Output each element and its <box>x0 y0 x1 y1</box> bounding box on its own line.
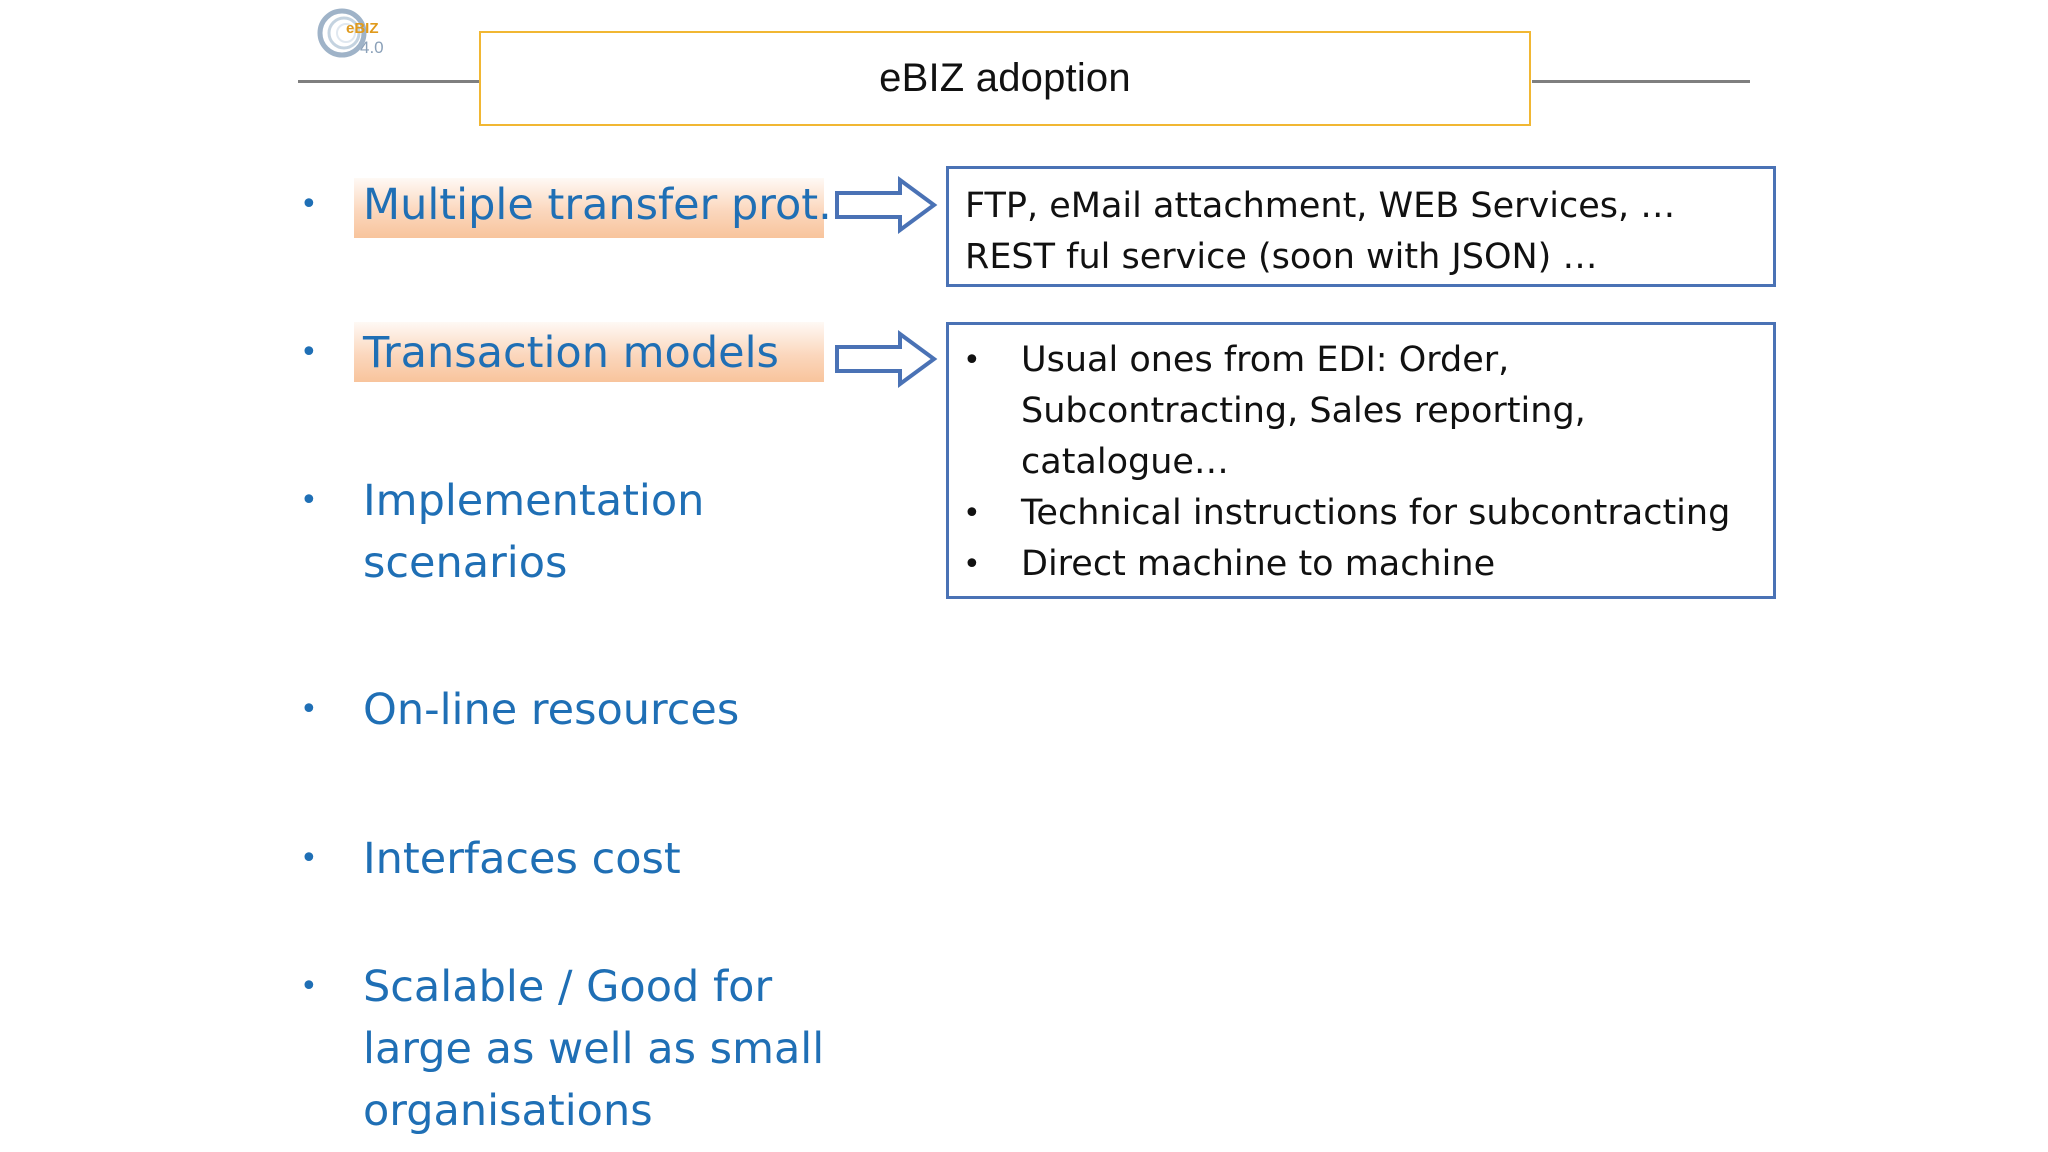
sub-bullet-dot: • <box>963 547 981 582</box>
models-list-item: • Usual ones from EDI: Order, Subcontrac… <box>963 335 1773 488</box>
bullet-item-online-resources: • On-line resources <box>300 679 739 741</box>
bullet-dot: • <box>300 483 318 518</box>
bullet-text: Scalable / Good for large as well as sma… <box>363 962 825 1136</box>
models-list-item: • Technical instructions for subcontract… <box>963 488 1773 539</box>
protocols-line: FTP, eMail attachment, WEB Services, … <box>965 186 1676 226</box>
ebiz-logo: eBIZ 4.0 <box>316 6 396 60</box>
bullet-item-transaction-models: • Transaction models <box>300 322 779 384</box>
models-item-text: Usual ones from EDI: Order, Subcontracti… <box>1021 340 1586 482</box>
bullet-item-scalable: • Scalable / Good for large as well as s… <box>300 956 824 1142</box>
bullet-item-transfer-protocols: • Multiple transfer prot. <box>300 174 832 236</box>
protocols-line: REST ful service (soon with JSON) … <box>965 237 1598 277</box>
title-box: eBIZ adoption <box>479 31 1531 126</box>
title-rule-right <box>1532 80 1750 83</box>
sub-bullet-dot: • <box>963 343 981 378</box>
bullet-text: Multiple transfer prot. <box>363 180 832 230</box>
highlight-transaction-models <box>354 322 824 382</box>
models-list-item: • Direct machine to machine <box>963 539 1773 590</box>
bullet-text: Interfaces cost <box>363 834 681 884</box>
bullet-item-implementation-scenarios: • Implementation scenarios <box>300 470 704 594</box>
bullet-text: On-line resources <box>363 685 740 735</box>
models-item-text: Direct machine to machine <box>1021 544 1496 584</box>
models-item-text: Technical instructions for subcontractin… <box>1021 493 1731 533</box>
bullet-dot: • <box>300 841 318 876</box>
bullet-item-interfaces-cost: • Interfaces cost <box>300 828 681 890</box>
bullet-dot: • <box>300 692 318 727</box>
bullet-dot: • <box>300 187 318 222</box>
sub-bullet-dot: • <box>963 496 981 531</box>
title-rule-left <box>298 80 480 83</box>
logo-version-text: 4.0 <box>360 38 384 57</box>
slide-title: eBIZ adoption <box>879 56 1131 100</box>
logo-brand-text: eBIZ <box>346 20 379 37</box>
bullet-dot: • <box>300 335 318 370</box>
highlight-transfer-protocols <box>354 178 824 238</box>
arrow-right-icon <box>835 330 938 388</box>
arrow-right-icon <box>835 176 938 234</box>
transaction-models-box: • Usual ones from EDI: Order, Subcontrac… <box>946 322 1776 599</box>
bullet-text: Transaction models <box>363 328 779 378</box>
bullet-text: Implementation scenarios <box>363 476 705 588</box>
logo-swirl-icon <box>317 8 367 58</box>
transfer-protocols-box: FTP, eMail attachment, WEB Services, … R… <box>946 166 1776 287</box>
bullet-dot: • <box>300 969 318 1004</box>
